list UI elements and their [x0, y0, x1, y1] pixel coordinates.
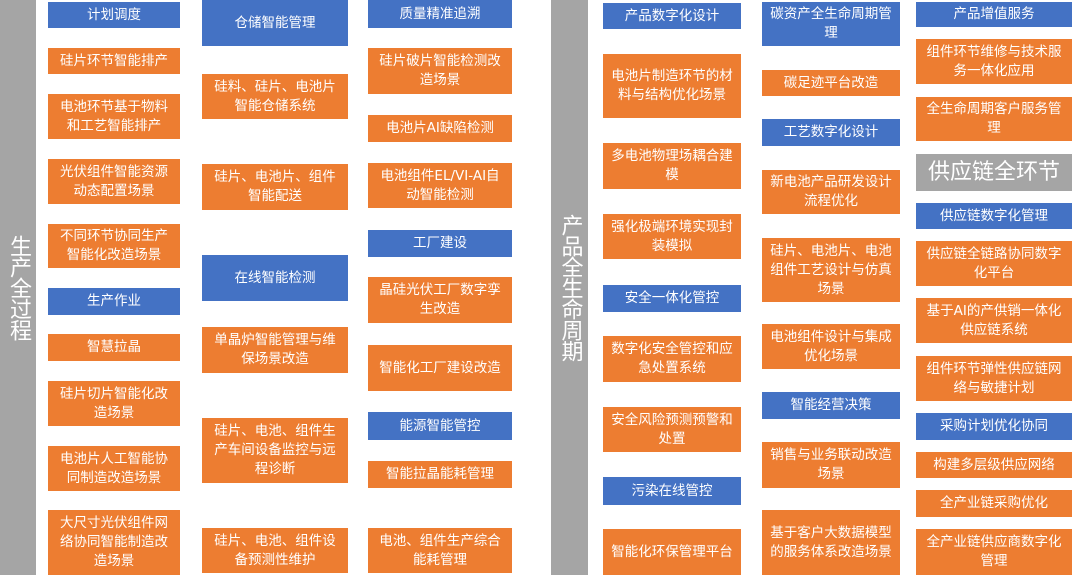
scenario-box: 硅片、电池、组件生产车间设备监控与远程诊断	[202, 418, 348, 483]
scenario-box: 单晶炉智能管理与维保场景改造	[202, 327, 348, 373]
section-label-bar: 生产全过程	[0, 0, 36, 575]
section-label-bar: 产品全生命周期	[551, 0, 588, 575]
scenario-box: 硅片、电池片、电池组件工艺设计与仿真场景	[762, 238, 900, 302]
category-header-box: 采购计划优化协同	[916, 413, 1072, 440]
scenario-box: 组件环节维修与技术服务一体化应用	[916, 39, 1072, 84]
category-header-box: 污染在线管控	[603, 477, 741, 505]
category-header-box: 安全一体化管控	[603, 285, 741, 312]
scenario-box: 光伏组件智能资源动态配置场景	[48, 159, 180, 204]
scenario-box: 构建多层级供应网络	[916, 452, 1072, 478]
category-header-box: 碳资产全生命周期管理	[762, 2, 900, 46]
scenario-box: 组件环节弹性供应链网络与敏捷计划	[916, 356, 1072, 401]
scenario-box: 大尺寸光伏组件网络协同智能制造改造场景	[48, 510, 180, 575]
scenario-box: 硅片环节智能排产	[48, 48, 180, 74]
scenario-box: 硅片、电池、组件设备预测性维护	[202, 528, 348, 573]
category-header-box: 在线智能检测	[202, 255, 348, 301]
scenario-box: 智慧拉晶	[48, 334, 180, 361]
scenario-box: 新电池产品研发设计流程优化	[762, 170, 900, 214]
scenario-box: 多电池物理场耦合建模	[603, 143, 741, 189]
category-header-box: 质量精准追溯	[368, 0, 512, 28]
category-header-box: 计划调度	[48, 2, 180, 28]
section-header-box: 供应链全环节	[916, 154, 1072, 191]
scenario-box: 晶硅光伏工厂数字孪生改造	[368, 277, 512, 323]
scenario-box: 不同环节协同生产智能化改造场景	[48, 224, 180, 268]
scenario-box: 电池片AI缺陷检测	[368, 115, 512, 142]
scenario-box: 电池片制造环节的材料与结构优化场景	[603, 54, 741, 118]
scenario-box: 硅片、电池片、组件智能配送	[202, 164, 348, 210]
scenario-box: 智能化环保管理平台	[603, 529, 741, 575]
scenario-box: 强化极端环境实现封装模拟	[603, 214, 741, 259]
scenario-box: 全生命周期客户服务管理	[916, 97, 1072, 141]
scenario-box: 全产业链供应商数字化管理	[916, 529, 1072, 575]
scenario-box: 基于AI的产供销一体化供应链系统	[916, 298, 1072, 343]
scenario-box: 电池组件EL/VI-AI自动智能检测	[368, 163, 512, 208]
scenario-box: 数字化安全管控和应急处置系统	[603, 336, 741, 382]
scenario-box: 电池环节基于物料和工艺智能排产	[48, 94, 180, 139]
scenario-box: 电池片人工智能协同制造改造场景	[48, 446, 180, 491]
scenario-box: 安全风险预测预警和处置	[603, 407, 741, 452]
category-header-box: 仓储智能管理	[202, 0, 348, 46]
category-header-box: 工艺数字化设计	[762, 119, 900, 146]
scenario-box: 碳足迹平台改造	[762, 70, 900, 96]
scenario-box: 硅片破片智能检测改造场景	[368, 48, 512, 94]
scenario-box: 销售与业务联动改造场景	[762, 442, 900, 488]
scenario-box: 供应链全链路协同数字化平台	[916, 241, 1072, 286]
section-title: 产品全生命周期	[557, 214, 583, 361]
scenario-box: 全产业链采购优化	[916, 490, 1072, 517]
category-header-box: 智能经营决策	[762, 392, 900, 419]
section-title: 生产全过程	[6, 235, 31, 340]
scenario-box: 智能化工厂建设改造	[368, 345, 512, 391]
scenario-box: 智能拉晶能耗管理	[368, 461, 512, 488]
scenario-box: 硅料、硅片、电池片智能仓储系统	[202, 74, 348, 119]
category-header-box: 生产作业	[48, 288, 180, 315]
scenario-box: 电池、组件生产综合能耗管理	[368, 528, 512, 573]
category-header-box: 工厂建设	[368, 230, 512, 257]
scenario-box: 硅片切片智能化改造场景	[48, 381, 180, 426]
scenario-box: 电池组件设计与集成优化场景	[762, 324, 900, 369]
scenario-box: 基于客户大数据模型的服务体系改造场景	[762, 510, 900, 575]
category-header-box: 能源智能管控	[368, 412, 512, 440]
category-header-box: 供应链数字化管理	[916, 203, 1072, 229]
category-header-box: 产品增值服务	[916, 2, 1072, 27]
category-header-box: 产品数字化设计	[603, 3, 741, 29]
